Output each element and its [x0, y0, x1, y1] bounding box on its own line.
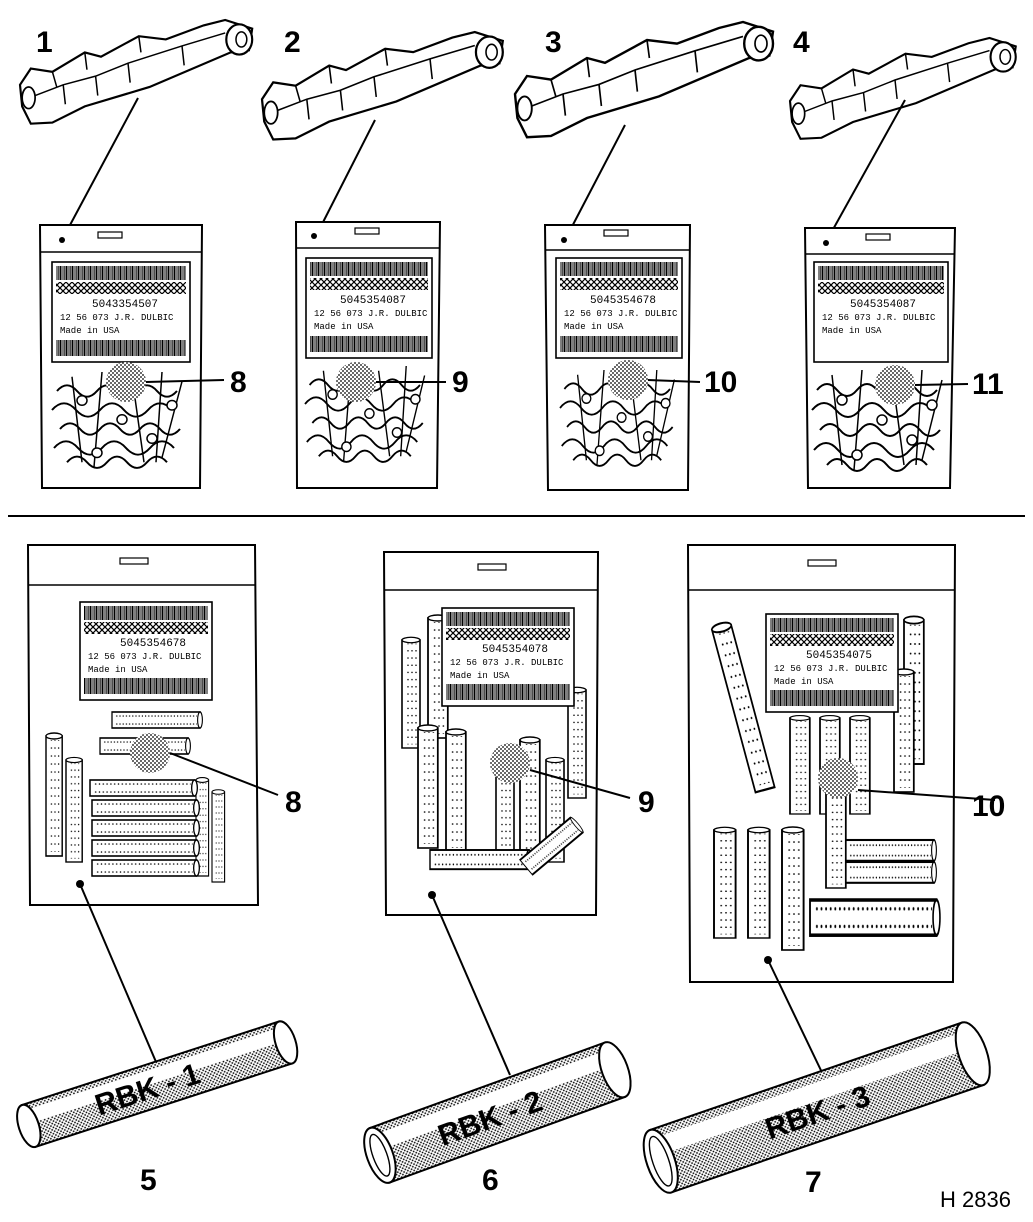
figure-id: H 2836	[940, 1187, 1011, 1212]
callout-5: 5	[140, 1164, 157, 1197]
bag-5: 5045354678 12 56 073 J.R. DULBIC Made in…	[26, 544, 260, 906]
leader-lines-top	[61, 97, 906, 243]
callout-6: 6	[482, 1164, 499, 1197]
bag-3-label-line2: 12 56 073 J.R. DULBIC	[564, 309, 678, 319]
bag-3-label-line3: Made in USA	[564, 322, 624, 332]
leader-lines-bottom	[79, 883, 829, 1091]
bag-5-label-line3: Made in USA	[88, 665, 148, 675]
tube-rbk-3: RBK - 3	[642, 1021, 991, 1194]
bag-6: 5045354078 12 56 073 J.R. DULBIC Made in…	[382, 551, 600, 916]
bag-4-label-line3: Made in USA	[822, 326, 882, 336]
bag-6-label-number: 5045354078	[482, 644, 548, 656]
bag-3: 5045354678 12 56 073 J.R. DULBIC Made in…	[543, 224, 692, 491]
callout-4: 4	[793, 26, 810, 59]
callout-9-bottom: 9	[638, 786, 655, 819]
bag-7: 5045354075 12 56 073 J.R. DULBIC Made in…	[686, 544, 957, 983]
bag-1-label-line2: 12 56 073 J.R. DULBIC	[60, 313, 174, 323]
bag-5-label-number: 5045354678	[120, 638, 186, 650]
leader-lines-top-contents	[145, 379, 969, 386]
bag-1: 5043354507 12 56 073 J.R. DULBIC Made in…	[38, 224, 204, 489]
bag-6-label-line3: Made in USA	[450, 671, 510, 681]
bag-7-label-line3: Made in USA	[774, 677, 834, 687]
callout-8-bottom: 8	[285, 786, 302, 819]
bag-2-label-line3: Made in USA	[314, 322, 374, 332]
callout-1: 1	[36, 26, 53, 59]
callout-3: 3	[545, 26, 562, 59]
tube-rbk-2: RBK - 2	[363, 1041, 632, 1184]
bag-6-label-line2: 12 56 073 J.R. DULBIC	[450, 658, 564, 668]
terminal-part-4	[788, 36, 1017, 140]
callout-10-bottom: 10	[972, 790, 1005, 823]
bag-1-label-line3: Made in USA	[60, 326, 120, 336]
bag-7-label-number: 5045354075	[806, 650, 872, 662]
bag-5-label-line2: 12 56 073 J.R. DULBIC	[88, 652, 202, 662]
callout-8-top: 8	[230, 366, 247, 399]
bag-2-label-number: 5045354087	[340, 295, 406, 307]
bag-2-label-line2: 12 56 073 J.R. DULBIC	[314, 309, 428, 319]
leader-lines-bottom-contents	[169, 752, 996, 801]
bag-4: 5045354087 12 56 073 J.R. DULBIC Made in…	[803, 227, 957, 489]
bag-4-label-line2: 12 56 073 J.R. DULBIC	[822, 313, 936, 323]
callout-7: 7	[805, 1166, 822, 1199]
tube-rbk-1: RBK - 1	[16, 1020, 299, 1149]
bag-3-label-number: 5045354678	[590, 295, 656, 307]
bag-1-label-number: 5043354507	[92, 299, 158, 311]
callout-10-top: 10	[704, 366, 737, 399]
terminal-part-1	[18, 18, 254, 125]
bag-4-label-number: 5045354087	[850, 299, 916, 311]
callout-11: 11	[972, 368, 1004, 401]
callout-9-top: 9	[452, 366, 469, 399]
bag-7-label-line2: 12 56 073 J.R. DULBIC	[774, 664, 888, 674]
bag-2: 5045354087 12 56 073 J.R. DULBIC Made in…	[294, 221, 442, 489]
callout-2: 2	[284, 26, 301, 59]
